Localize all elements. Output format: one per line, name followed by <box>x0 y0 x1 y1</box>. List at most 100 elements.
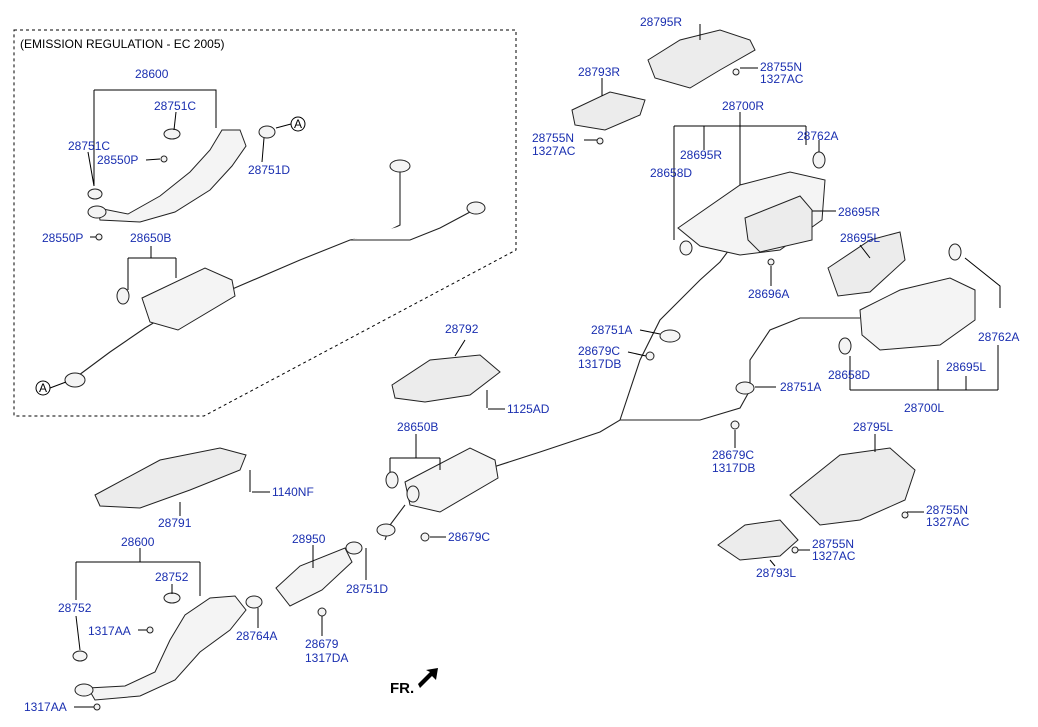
leader-28700R <box>673 112 807 240</box>
label-28695L-a: 28695L <box>840 231 880 245</box>
label-1327AC-b: 1327AC <box>532 144 576 158</box>
nut-28679C-b <box>730 420 740 430</box>
label-28658D-a: 28658D <box>650 166 692 180</box>
label-28700R: 28700R <box>722 99 764 113</box>
front-indicator: FR. <box>390 680 414 697</box>
leader-28650B-a <box>127 257 177 290</box>
label-28755N-d: 28755N <box>812 537 854 551</box>
inset-title: (EMISSION REGULATION - EC 2005) <box>20 37 225 51</box>
label-28795R: 28795R <box>640 15 682 29</box>
label-28550P-b: 28550P <box>42 231 83 245</box>
gasket-28751A-a <box>659 329 681 343</box>
label-28600-b: 28600 <box>121 535 155 549</box>
inset-emission-ec2005: (EMISSION REGULATION - EC 2005) A A <box>13 29 517 417</box>
label-28751A-b: 28751A <box>780 380 821 394</box>
inset-flange-right <box>466 201 486 215</box>
label-28695R-a: 28695R <box>680 148 722 162</box>
label-28751C-b: 28751C <box>154 99 196 113</box>
label-28550P-a: 28550P <box>97 153 138 167</box>
label-28752-a: 28752 <box>58 601 92 615</box>
nut-28679C-c <box>420 532 430 542</box>
leader-28600-b <box>75 548 201 600</box>
inset-muffler-gasket <box>116 287 130 305</box>
label-28755N-c: 28755N <box>926 503 968 517</box>
inset-flange-left <box>389 159 411 173</box>
nut-1317AA-a <box>146 626 154 634</box>
bolt-28696A <box>767 258 775 266</box>
label-1125AD: 1125AD <box>507 402 550 416</box>
label-28700L: 28700L <box>904 401 944 415</box>
nut-28755N-c <box>901 511 909 519</box>
main-right-branch-up <box>619 241 736 421</box>
nut-28755N-b <box>596 137 604 145</box>
label-28650B-b: 28650B <box>397 420 438 434</box>
inset-cat-flange <box>87 205 107 219</box>
main-muffler-28650B <box>404 447 499 513</box>
label-28751D-a: 28751D <box>248 163 290 177</box>
inset-gasket-28751C-a <box>87 188 103 200</box>
label-28762A-a: 28762A <box>797 129 838 143</box>
label-28679C-b: 28679C <box>712 448 754 462</box>
label-28755N-a: 28755N <box>760 60 802 74</box>
gasket-28764A <box>245 595 263 609</box>
ref-circle-a-top-label: A <box>294 117 302 131</box>
heat-shield-28795R <box>647 29 756 89</box>
leader-28650B-b <box>389 434 441 472</box>
label-28755N-b: 28755N <box>532 131 574 145</box>
label-1317DB-b: 1317DB <box>712 461 755 475</box>
heat-shield-28792 <box>391 354 501 403</box>
label-28795L: 28795L <box>853 420 893 434</box>
heat-shield-28793L <box>717 519 799 561</box>
gasket-28751A-b <box>735 381 755 395</box>
label-28650B-a: 28650B <box>130 231 171 245</box>
nut-28679C-a <box>645 351 655 361</box>
label-28696A: 28696A <box>748 287 789 301</box>
inset-muffler <box>141 267 236 331</box>
gasket-28752-a <box>72 650 88 662</box>
label-1327AC-d: 1327AC <box>812 549 856 563</box>
nut-1317AA-b <box>93 703 101 711</box>
label-1317AA-a: 1317AA <box>88 624 131 638</box>
label-28679C-a: 28679C <box>578 344 620 358</box>
heat-shield-28695L <box>827 231 906 297</box>
main-exhaust-system: FR. 28795R 28755N 1327AC 28793R 28755N 1… <box>24 15 1019 714</box>
leader-28600-a <box>93 89 217 186</box>
label-1317AA-b: 1317AA <box>24 700 67 714</box>
main-left-tail-pipe <box>749 317 860 390</box>
inset-gasket-28751D <box>258 125 276 139</box>
label-1140NF: 1140NF <box>272 485 314 499</box>
label-28658D-b: 28658D <box>828 368 870 382</box>
muffler-front-flange <box>376 523 396 537</box>
label-1317DA: 1317DA <box>305 651 348 665</box>
label-28679: 28679 <box>305 637 339 651</box>
label-28762A-b: 28762A <box>978 330 1019 344</box>
heat-shield-28793R <box>571 91 646 131</box>
hanger-28658D-a <box>679 240 693 256</box>
front-pipe-flange <box>74 683 94 697</box>
heat-shield-28791 <box>94 447 247 509</box>
label-28679C-c: 28679C <box>448 530 490 544</box>
front-pipe-28600 <box>87 595 247 701</box>
muffler-28700L <box>859 277 976 351</box>
inset-cat-converter <box>97 129 247 223</box>
label-28751A-a: 28751A <box>591 323 632 337</box>
label-28950: 28950 <box>292 532 326 546</box>
gasket-28752-b <box>163 592 181 604</box>
nut-28755N-a <box>732 68 740 76</box>
label-28752-b: 28752 <box>155 570 189 584</box>
front-arrow-icon <box>418 668 438 688</box>
label-28751C-a: 28751C <box>68 139 110 153</box>
label-28792: 28792 <box>445 322 479 336</box>
hanger-28762A-b <box>948 243 962 261</box>
label-28695R-b: 28695R <box>838 205 880 219</box>
label-1317DB-a: 1317DB <box>578 357 621 371</box>
hanger-28762A-a <box>812 151 826 169</box>
heat-shield-28795L <box>789 447 916 526</box>
label-28695L-b: 28695L <box>946 360 986 374</box>
nut-28679 <box>317 607 327 617</box>
muffler-gasket-left <box>385 471 399 489</box>
inset-nut-28550P-b <box>95 233 103 241</box>
inset-gasket-28751C-b <box>163 128 181 140</box>
